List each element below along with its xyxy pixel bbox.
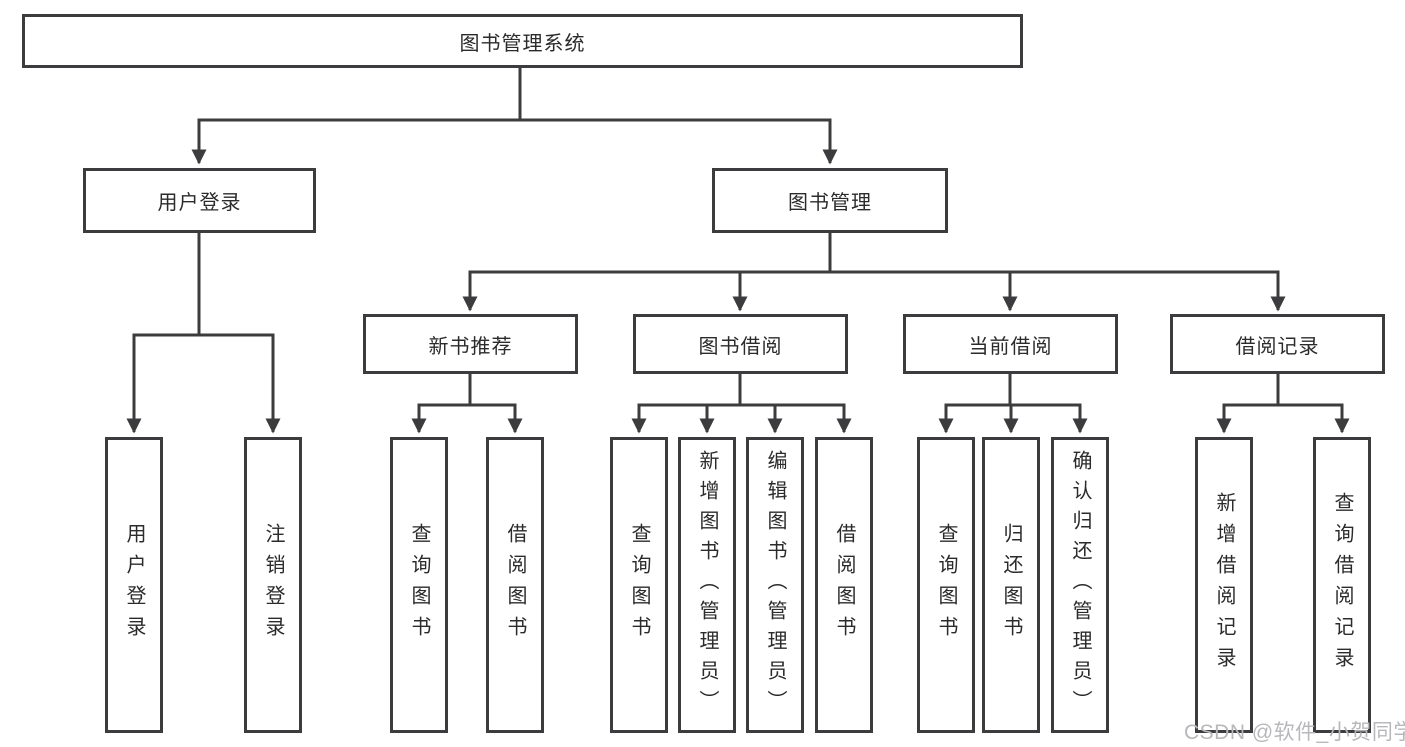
leaf-query-books-borrowing: 查询图书	[610, 437, 668, 733]
leaf-add-borrow-record: 新增借阅记录	[1195, 437, 1253, 733]
node-book-borrowing: 图书借阅	[633, 314, 848, 374]
leaf-return-books: 归还图书	[982, 437, 1040, 733]
leaf-query-books-recommend: 查询图书	[390, 437, 448, 733]
leaf-query-borrow-record: 查询借阅记录	[1313, 437, 1371, 733]
node-new-book-recommend: 新书推荐	[363, 314, 578, 374]
node-root: 图书管理系统	[22, 14, 1023, 68]
leaf-add-books-admin: 新增图书（管理员）	[678, 437, 736, 733]
leaf-label: 编辑图书（管理员）	[764, 450, 786, 720]
leaf-label: 新增借阅记录	[1213, 492, 1235, 678]
leaf-logout: 注销登录	[244, 437, 302, 733]
leaf-user-login: 用户登录	[105, 437, 163, 733]
leaf-label: 查询图书	[935, 523, 957, 647]
leaf-label: 用户登录	[123, 523, 145, 647]
node-current-borrowing: 当前借阅	[903, 314, 1118, 374]
csdn-watermark: CSDN @软件_小贺同学	[1184, 721, 1405, 744]
leaf-confirm-return-admin: 确认归还（管理员）	[1051, 437, 1109, 733]
node-user-login: 用户登录	[83, 168, 316, 233]
leaf-label: 查询借阅记录	[1331, 492, 1353, 678]
leaf-label: 确认归还（管理员）	[1069, 450, 1091, 720]
leaf-label: 注销登录	[262, 523, 284, 647]
leaf-query-books-current: 查询图书	[917, 437, 975, 733]
leaf-borrow-books-recommend: 借阅图书	[486, 437, 544, 733]
leaf-edit-books-admin: 编辑图书（管理员）	[746, 437, 804, 733]
leaf-label: 查询图书	[408, 523, 430, 647]
node-borrowing-records: 借阅记录	[1170, 314, 1385, 374]
node-book-management: 图书管理	[712, 168, 948, 233]
leaf-label: 借阅图书	[504, 523, 526, 647]
leaf-label: 归还图书	[1000, 523, 1022, 647]
leaf-borrow-books: 借阅图书	[815, 437, 873, 733]
leaf-label: 新增图书（管理员）	[696, 450, 718, 720]
leaf-label: 借阅图书	[833, 523, 855, 647]
leaf-label: 查询图书	[628, 523, 650, 647]
